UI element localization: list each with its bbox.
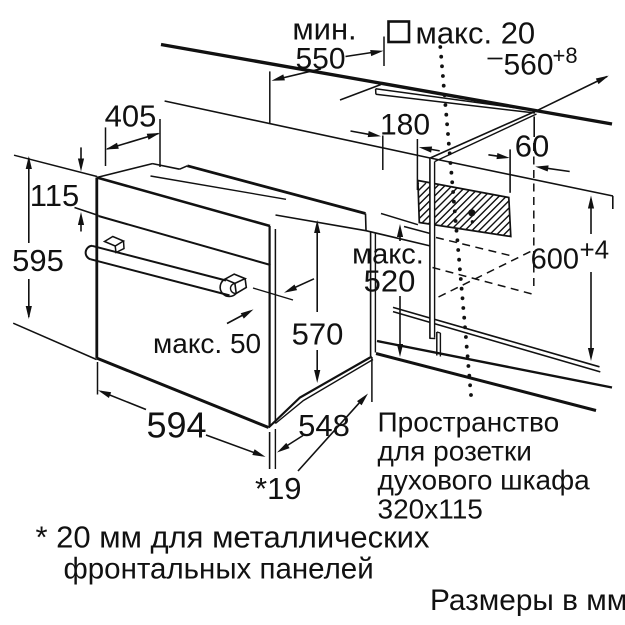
svg-text:Пространство: Пространство bbox=[378, 407, 560, 438]
svg-text:*19: *19 bbox=[255, 471, 302, 506]
svg-text:Размеры в мм: Размеры в мм bbox=[430, 584, 625, 617]
svg-text:макс. 50: макс. 50 bbox=[153, 328, 261, 359]
svg-text:для розетки: для розетки bbox=[378, 436, 532, 467]
svg-text:фронтальных панелей: фронтальных панелей bbox=[64, 553, 374, 586]
svg-text:115: 115 bbox=[30, 178, 79, 213]
svg-text:560: 560 bbox=[504, 49, 554, 82]
svg-text:320x115: 320x115 bbox=[378, 494, 483, 525]
svg-text:570: 570 bbox=[292, 317, 344, 352]
svg-text:550: 550 bbox=[295, 43, 345, 76]
svg-text:405: 405 bbox=[105, 99, 157, 134]
svg-text:548: 548 bbox=[298, 408, 350, 443]
svg-text:макс.: макс. bbox=[352, 239, 424, 271]
svg-text:180: 180 bbox=[380, 109, 430, 142]
svg-text:60: 60 bbox=[515, 129, 549, 164]
svg-text:520: 520 bbox=[364, 264, 416, 299]
svg-text:* 20 мм для металлических: * 20 мм для металлических bbox=[36, 520, 430, 555]
svg-text:595: 595 bbox=[12, 243, 64, 278]
svg-text:600: 600 bbox=[531, 244, 579, 276]
svg-text:594: 594 bbox=[146, 405, 206, 446]
svg-text:макс. 20: макс. 20 bbox=[416, 16, 536, 51]
svg-text:+8: +8 bbox=[553, 43, 578, 68]
svg-text:+4: +4 bbox=[580, 235, 610, 265]
svg-text:мин.: мин. bbox=[292, 12, 356, 47]
svg-text:духового шкафа: духового шкафа bbox=[378, 465, 591, 496]
